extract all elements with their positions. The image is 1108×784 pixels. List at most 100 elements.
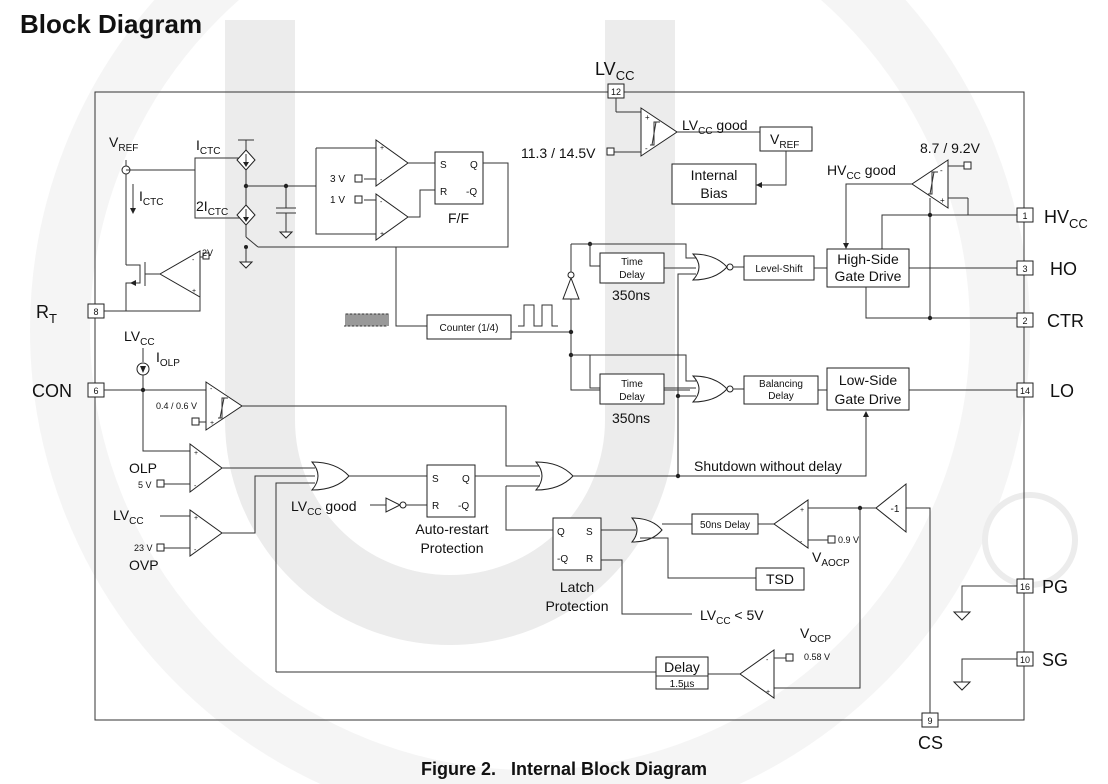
pin-pg: 16 PG xyxy=(1016,577,1068,597)
latch-label-2: Protection xyxy=(545,598,608,614)
svg-text:1.5µs: 1.5µs xyxy=(670,679,695,690)
svg-text:Delay: Delay xyxy=(768,391,794,402)
ground-sg xyxy=(952,658,1017,691)
pin-rt: 8 RT xyxy=(36,302,105,326)
high-side-gate-drive: High-Side Gate Drive xyxy=(826,248,910,288)
auto-restart-label-1: Auto-restart xyxy=(415,521,488,537)
svg-text:CS: CS xyxy=(918,733,943,753)
ref-0-58v: 0.58 V xyxy=(804,652,830,662)
svg-text:-: - xyxy=(940,166,943,175)
svg-text:16: 16 xyxy=(1020,582,1030,592)
ocp-comparator: - + xyxy=(739,649,794,699)
svg-text:Gate Drive: Gate Drive xyxy=(835,268,902,284)
delay-350-low: 350ns xyxy=(612,410,650,426)
svg-text:S: S xyxy=(432,474,439,485)
nor-gate-high xyxy=(691,253,734,281)
ff-label: F/F xyxy=(448,210,469,226)
svg-text:-: - xyxy=(766,657,769,664)
svg-text:-: - xyxy=(645,144,648,153)
comparator-3v: + - xyxy=(354,139,409,187)
counter-output-pulse xyxy=(518,304,558,327)
iolp-label: IOLP xyxy=(156,349,180,369)
lvcc-good-auto-label: LVCC good xyxy=(291,498,357,518)
ictc-down-label: ICTC xyxy=(139,188,163,208)
con-comparator: - + xyxy=(191,381,243,431)
latch-ff: Q S -Q R xyxy=(552,517,602,571)
svg-text:1: 1 xyxy=(1022,211,1027,221)
svg-text:S: S xyxy=(586,527,593,538)
svg-text:Level-Shift: Level-Shift xyxy=(755,264,802,275)
svg-text:-1: -1 xyxy=(891,504,900,515)
svg-text:14: 14 xyxy=(1020,386,1030,396)
ovp-comparator: + - xyxy=(156,509,223,557)
ref-1v: 1 V xyxy=(330,195,345,206)
ovp-label: OVP xyxy=(129,557,159,573)
svg-text:-: - xyxy=(800,539,803,546)
con-threshold: 0.4 / 0.6 V xyxy=(156,401,197,411)
svg-text:CON: CON xyxy=(32,381,72,401)
svg-text:LVCC: LVCC xyxy=(595,59,634,83)
ref-23v: 23 V xyxy=(134,543,153,553)
hvcc-uvlo-comparator: - + xyxy=(911,159,1017,216)
svg-text:R: R xyxy=(432,501,439,512)
inverting-amp: -1 xyxy=(875,482,907,534)
svg-text:6: 6 xyxy=(93,386,98,396)
svg-text:Delay: Delay xyxy=(619,270,645,281)
svg-text:Delay: Delay xyxy=(664,659,700,675)
pin-ho: 3 HO xyxy=(1016,259,1077,279)
auto-restart-ff: S Q R -Q xyxy=(426,464,476,518)
svg-text:+: + xyxy=(380,231,384,238)
svg-text:R: R xyxy=(440,187,447,198)
vaocp-label: VAOCP xyxy=(812,549,850,569)
svg-text:High-Side: High-Side xyxy=(837,251,899,267)
svg-text:LO: LO xyxy=(1050,381,1074,401)
svg-text:HO: HO xyxy=(1050,259,1077,279)
flip-flop: S Q R -Q xyxy=(434,151,484,205)
ground-pg xyxy=(952,585,1017,621)
ictc-source-label: ICTC xyxy=(196,137,220,157)
svg-text:+: + xyxy=(800,507,804,514)
svg-text:12: 12 xyxy=(611,87,621,97)
svg-text:Delay: Delay xyxy=(619,392,645,403)
comparator-1v: - + xyxy=(354,193,409,241)
pin-lo: 14 LO xyxy=(1016,381,1074,401)
svg-text:-: - xyxy=(194,547,197,554)
svg-text:CTR: CTR xyxy=(1047,311,1084,331)
ref-5v: 5 V xyxy=(138,480,152,490)
svg-text:-: - xyxy=(210,386,213,393)
delay-1-5us-block: Delay 1.5µs xyxy=(655,656,709,690)
lvcc-olp-label: LVCC xyxy=(124,328,155,348)
svg-text:SG: SG xyxy=(1042,650,1068,670)
lvcc-good-label: LVCC good xyxy=(682,117,748,137)
svg-text:-: - xyxy=(192,257,195,264)
svg-text:+: + xyxy=(194,450,198,457)
rt-regulation-amp: - + xyxy=(104,250,210,312)
svg-text:10: 10 xyxy=(1020,655,1030,665)
svg-text:+: + xyxy=(192,288,196,295)
pin-hvcc: 1 HVCC xyxy=(1016,207,1088,231)
pin-con: 6 CON xyxy=(32,381,105,401)
pin-cs: 9 CS xyxy=(918,712,943,753)
svg-text:+: + xyxy=(380,145,384,152)
olp-comparator: + - xyxy=(156,443,223,493)
delay-350-high: 350ns xyxy=(612,287,650,303)
lvcc-ovp-label: LVCC xyxy=(113,507,144,527)
svg-text:3: 3 xyxy=(1022,264,1027,274)
oscillator-pulse-train xyxy=(344,313,389,327)
delay-50ns-block: 50ns Delay xyxy=(691,513,759,535)
lvcc-uvlo-comparator: + - xyxy=(606,98,678,157)
svg-text:-Q: -Q xyxy=(458,501,469,512)
svg-text:-Q: -Q xyxy=(557,554,568,565)
svg-text:Time: Time xyxy=(621,379,643,390)
svg-text:PG: PG xyxy=(1042,577,1068,597)
pin-sg: 10 SG xyxy=(1016,650,1068,670)
current-source-bottom xyxy=(236,204,256,237)
pin-lvcc: LVCC 12 xyxy=(595,59,634,99)
time-delay-high: Time Delay xyxy=(599,252,665,284)
svg-text:Gate Drive: Gate Drive xyxy=(835,391,902,407)
svg-text:R: R xyxy=(586,554,593,565)
oscillator-switch xyxy=(238,236,396,269)
counter-inverter xyxy=(562,244,580,300)
svg-text:+: + xyxy=(766,689,770,696)
